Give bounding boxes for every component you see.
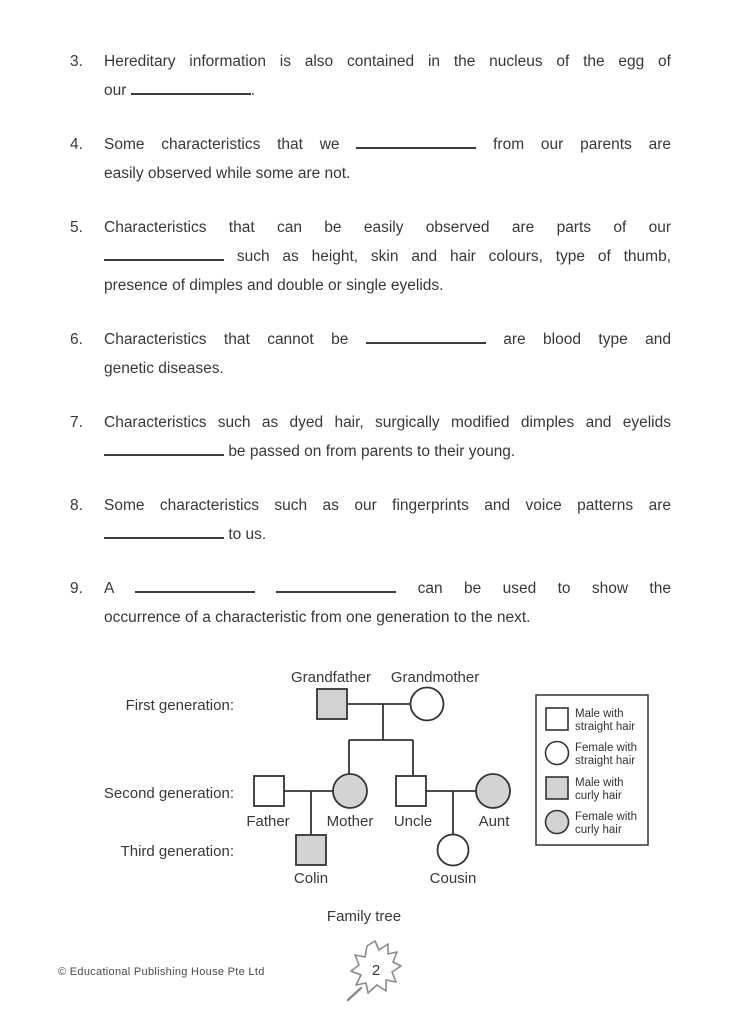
copyright-text: © Educational Publishing House Pte Ltd xyxy=(58,966,265,978)
question-text: Characteristics such as dyed hair, surgi… xyxy=(104,414,671,431)
question-text-block: Characteristics that can be easily obser… xyxy=(104,213,671,300)
question-text-block: Hereditary information is also contained… xyxy=(104,47,671,105)
legend-label: straight hair xyxy=(575,721,635,733)
member-label-father: Father xyxy=(246,813,289,830)
question-text: Characteristics that can be easily obser… xyxy=(104,219,671,236)
legend-label: curly hair xyxy=(575,824,622,836)
question-9: 9. A can be used to show the occurrence … xyxy=(70,574,671,632)
answer-blank xyxy=(134,589,255,593)
answer-blank xyxy=(104,257,224,261)
answer-blank xyxy=(104,535,224,539)
answer-blank xyxy=(365,340,486,344)
member-label-uncle: Uncle xyxy=(394,813,432,830)
question-4: 4. Some characteristics that we from our… xyxy=(70,130,671,188)
legend-label: Male with xyxy=(575,708,624,720)
leaf-stem xyxy=(346,986,363,1002)
question-text-block: A can be used to show the occurrence of … xyxy=(104,574,671,632)
question-text: from our parents are xyxy=(493,136,671,153)
question-text: be passed on from parents to their young… xyxy=(228,443,516,460)
question-text: such as height, skin and hair colours, t… xyxy=(236,248,672,265)
generation-label-third: Third generation: xyxy=(121,843,234,860)
question-number: 7. xyxy=(70,414,83,431)
member-label-colin: Colin xyxy=(294,870,328,887)
question-text-block: Some characteristics such as our fingerp… xyxy=(104,491,671,549)
question-text: our xyxy=(104,82,127,99)
legend-label: curly hair xyxy=(575,790,622,802)
member-label-grandfather: Grandfather xyxy=(291,669,371,686)
question-text: genetic diseases. xyxy=(104,360,224,377)
question-7: 7. Characteristics such as dyed hair, su… xyxy=(70,408,671,466)
question-text: occurrence of a characteristic from one … xyxy=(104,609,531,626)
page-number-leaf: 2 xyxy=(346,940,402,1002)
aunt-circle-female-curly xyxy=(475,773,511,809)
question-8: 8. Some characteristics such as our fing… xyxy=(70,491,671,549)
question-text: . xyxy=(250,82,256,99)
member-label-mother: Mother xyxy=(327,813,374,830)
legend-label: straight hair xyxy=(575,755,635,767)
diagram-caption: Family tree xyxy=(326,908,402,925)
family-tree-diagram: First generation: Second generation: Thi… xyxy=(104,669,649,887)
grandfather-square-male-curly xyxy=(316,688,348,720)
answer-blank xyxy=(276,589,397,593)
question-text: A xyxy=(104,580,114,597)
legend-label: Female with xyxy=(575,742,637,754)
legend-symbol-male-straight xyxy=(545,707,569,731)
legend-box: Male with straight hair Female with stra… xyxy=(535,694,649,846)
question-number: 6. xyxy=(70,331,83,348)
legend-label: Male with xyxy=(575,777,624,789)
legend-symbol-female-curly xyxy=(544,809,570,835)
question-text: Hereditary information is also contained… xyxy=(104,53,671,70)
question-number: 8. xyxy=(70,497,83,514)
generation-label-second: Second generation: xyxy=(104,785,234,802)
father-square-male-straight xyxy=(253,775,285,807)
colin-square-male-curly xyxy=(295,834,327,866)
legend-symbol-female-straight xyxy=(544,740,570,766)
member-label-grandmother: Grandmother xyxy=(391,669,479,686)
legend-symbol-male-curly xyxy=(545,776,569,800)
leaf-icon xyxy=(350,940,402,994)
question-number: 4. xyxy=(70,136,83,153)
question-5: 5. Characteristics that can be easily ob… xyxy=(70,213,671,300)
answer-blank xyxy=(130,91,251,95)
member-label-aunt: Aunt xyxy=(479,813,511,830)
member-label-cousin: Cousin xyxy=(430,870,477,887)
answer-blank xyxy=(104,452,224,456)
mother-circle-female-curly xyxy=(332,773,368,809)
question-text-block: Characteristics such as dyed hair, surgi… xyxy=(104,408,671,466)
answer-blank xyxy=(356,145,477,149)
question-number: 9. xyxy=(70,580,83,597)
question-6: 6. Characteristics that cannot be are bl… xyxy=(70,325,671,383)
page-number: 2 xyxy=(372,962,380,979)
question-number: 5. xyxy=(70,219,83,236)
question-text-block: Some characteristics that we from our pa… xyxy=(104,130,671,188)
tree-connectors xyxy=(284,703,477,835)
question-text: Characteristics that cannot be xyxy=(104,331,349,348)
question-text: Some characteristics that we xyxy=(104,136,340,153)
question-3: 3. Hereditary information is also contai… xyxy=(70,47,671,105)
generation-label-first: First generation: xyxy=(126,697,234,714)
question-text: to us. xyxy=(228,526,267,543)
question-text: presence of dimples and double or single… xyxy=(104,277,444,294)
question-text: easily observed while some are not. xyxy=(104,165,351,182)
question-text: Some characteristics such as our fingerp… xyxy=(104,497,671,514)
question-text: can be used to show the xyxy=(417,580,671,597)
question-number: 3. xyxy=(70,53,83,70)
legend-label: Female with xyxy=(575,811,637,823)
cousin-circle-female-straight xyxy=(436,833,470,867)
question-list: 3. Hereditary information is also contai… xyxy=(70,47,671,657)
uncle-square-male-straight xyxy=(395,775,427,807)
question-text: are blood type and xyxy=(503,331,671,348)
grandmother-circle-female-straight xyxy=(409,686,445,722)
question-text-block: Characteristics that cannot be are blood… xyxy=(104,325,671,383)
